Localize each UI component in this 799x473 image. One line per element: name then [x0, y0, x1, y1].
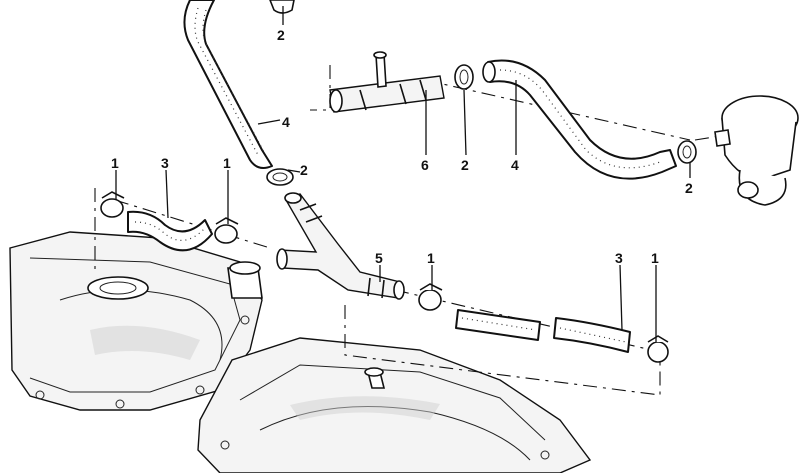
hose-short-lower	[553, 317, 631, 353]
clamp-left-2	[214, 217, 239, 244]
callout-1-lower: 1	[427, 250, 435, 266]
leader-lines	[115, 6, 691, 342]
callout-3-left: 3	[161, 155, 169, 171]
callout-5: 5	[375, 250, 383, 266]
callout-labels: 2 4 2 6 2 4 2 1 3 1 5 1 3 1	[111, 27, 693, 266]
callout-2-right: 2	[685, 180, 693, 196]
clamp-mid	[266, 168, 294, 186]
clamp-upper-right	[454, 64, 474, 90]
hose-short-left	[127, 210, 213, 252]
clamp-lower-1	[418, 283, 443, 311]
valve-cover-left	[9, 231, 263, 411]
callout-2-top: 2	[277, 27, 285, 43]
callout-2-upper-right: 2	[461, 157, 469, 173]
callout-1-left: 1	[111, 155, 119, 171]
clamp-lower-2	[647, 335, 669, 363]
hose-lower-straight	[455, 309, 541, 341]
y-connector-lower	[276, 192, 405, 300]
clamp-left-1	[100, 191, 125, 218]
valve-cover-center	[197, 337, 592, 473]
callout-6: 6	[421, 157, 429, 173]
canister-housing	[714, 95, 799, 206]
callout-1-left-mid: 1	[223, 155, 231, 171]
callout-1-right: 1	[651, 250, 659, 266]
hose-upper-left	[183, 0, 273, 169]
callout-4-right: 4	[511, 157, 519, 173]
hose-upper-right	[482, 59, 677, 180]
callout-3-lower: 3	[615, 250, 623, 266]
t-connector-upper	[329, 51, 445, 113]
callout-4-left: 4	[282, 114, 290, 130]
clamp-top	[269, 0, 295, 14]
callout-2-mid: 2	[300, 162, 308, 178]
clamp-right	[677, 140, 697, 164]
